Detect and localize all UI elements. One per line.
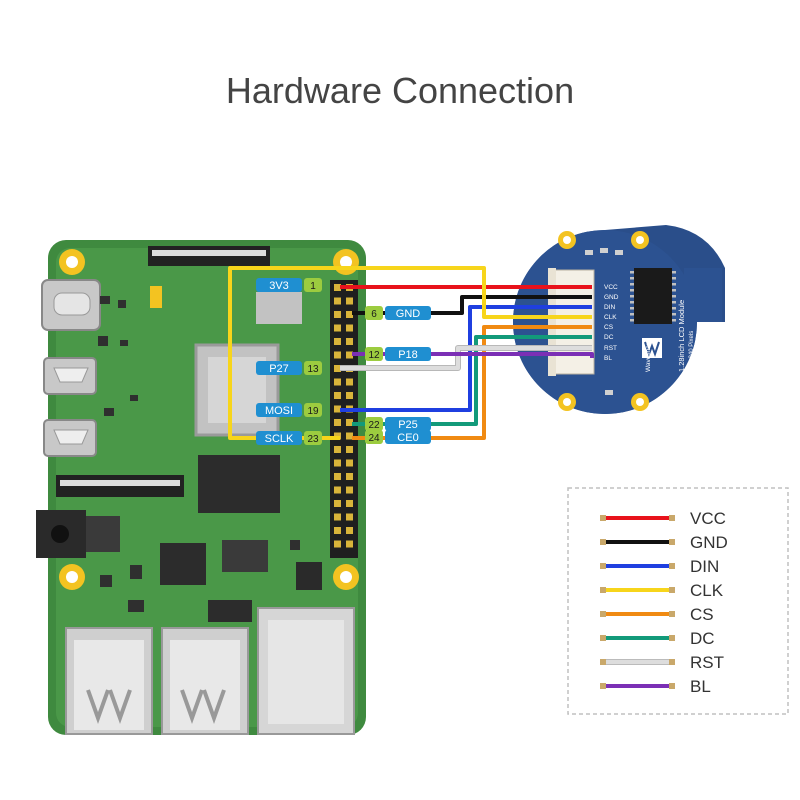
pin-label-ce0: CE0 24 [365, 430, 431, 444]
legend-label-bl: BL [690, 677, 711, 696]
micro-hdmi-port-icon [43, 357, 97, 457]
ethernet-port-icon [257, 607, 355, 735]
lcd-pin-label-bl: BL [604, 355, 612, 362]
lcd-pin-label-cs: CS [604, 324, 614, 331]
lcd-module: VCC GND DIN CLK CS DC RST BL Waveshare 1.28inch… [513, 225, 725, 414]
processor-chip-icon [194, 343, 280, 437]
pin-number-p27: 13 [307, 364, 319, 375]
legend-label-cs: CS [690, 605, 714, 624]
pin-number-p18: 12 [368, 350, 380, 361]
legend-label-gnd: GND [690, 533, 728, 552]
pin-name-gnd: GND [396, 308, 421, 320]
pin-label-p27: P27 13 [256, 361, 322, 375]
lcd-pin-label-vcc: VCC [604, 284, 618, 291]
lcd-driver-chip-icon [630, 268, 676, 324]
usb-port-icon [65, 627, 249, 735]
pin-label-p25: P25 22 [365, 417, 431, 431]
legend-label-dc: DC [690, 629, 715, 648]
wire-color-legend: VCC GND DIN CLK CS DC RST BL [567, 487, 789, 715]
pin-number-p25: 22 [368, 420, 380, 431]
gpio-header-icon [330, 280, 358, 558]
pin-number-3v3: 1 [310, 281, 316, 292]
legend-label-clk: CLK [690, 581, 724, 600]
raspberry-pi-board [36, 240, 366, 735]
pin-name-mosi: MOSI [265, 405, 293, 417]
legend-label-vcc: VCC [690, 509, 726, 528]
legend-item-rst: RST [600, 653, 724, 672]
legend-item-clk: CLK [600, 581, 724, 600]
usb-c-port-icon [41, 279, 101, 331]
pin-name-ce0: CE0 [397, 432, 418, 444]
pin-name-p18: P18 [398, 349, 418, 361]
pin-label-gnd: GND 6 [365, 306, 431, 320]
pin-label-p18: P18 12 [365, 347, 431, 361]
legend-item-gnd: GND [600, 533, 728, 552]
lcd-pin-label-clk: CLK [604, 314, 617, 321]
pin-name-p25: P25 [398, 419, 418, 431]
legend-item-cs: CS [600, 605, 714, 624]
pin-label-sclk: SCLK 23 [256, 431, 322, 445]
pin-name-3v3: 3V3 [269, 280, 289, 292]
legend-label-din: DIN [690, 557, 719, 576]
pin-number-mosi: 19 [307, 406, 319, 417]
waveshare-logo-icon [642, 338, 662, 358]
legend-item-vcc: VCC [600, 509, 726, 528]
lcd-pin-label-dc: DC [604, 334, 614, 341]
pin-name-sclk: SCLK [265, 433, 294, 445]
pin-name-p27: P27 [269, 363, 289, 375]
legend-item-bl: BL [600, 677, 711, 696]
legend-item-dc: DC [600, 629, 715, 648]
legend-label-rst: RST [690, 653, 724, 672]
pin-label-mosi: MOSI 19 [256, 403, 322, 417]
wire-clk [228, 266, 592, 440]
lcd-resolution-label: 240×240 Pixels [689, 331, 695, 372]
lcd-pin-label-din: DIN [604, 304, 616, 311]
lcd-pin-label-rst: RST [604, 345, 617, 352]
legend-item-din: DIN [600, 557, 719, 576]
diagram-title: Hardware Connection [225, 70, 575, 111]
wire-bl [352, 352, 594, 358]
wire-rst [340, 346, 592, 370]
lcd-pin-label-gnd: GND [604, 294, 619, 301]
pin-label-3v3: 3V3 1 [256, 278, 322, 292]
audio-jack-icon [36, 510, 120, 558]
pin-number-ce0: 24 [368, 433, 380, 444]
wire-din [340, 305, 592, 412]
pin-number-sclk: 23 [307, 434, 319, 445]
pin-number-gnd: 6 [371, 309, 377, 320]
lcd-model-label: 1.28inch LCD Module [677, 300, 686, 372]
lcd-brand-label: Waveshare [645, 339, 652, 372]
